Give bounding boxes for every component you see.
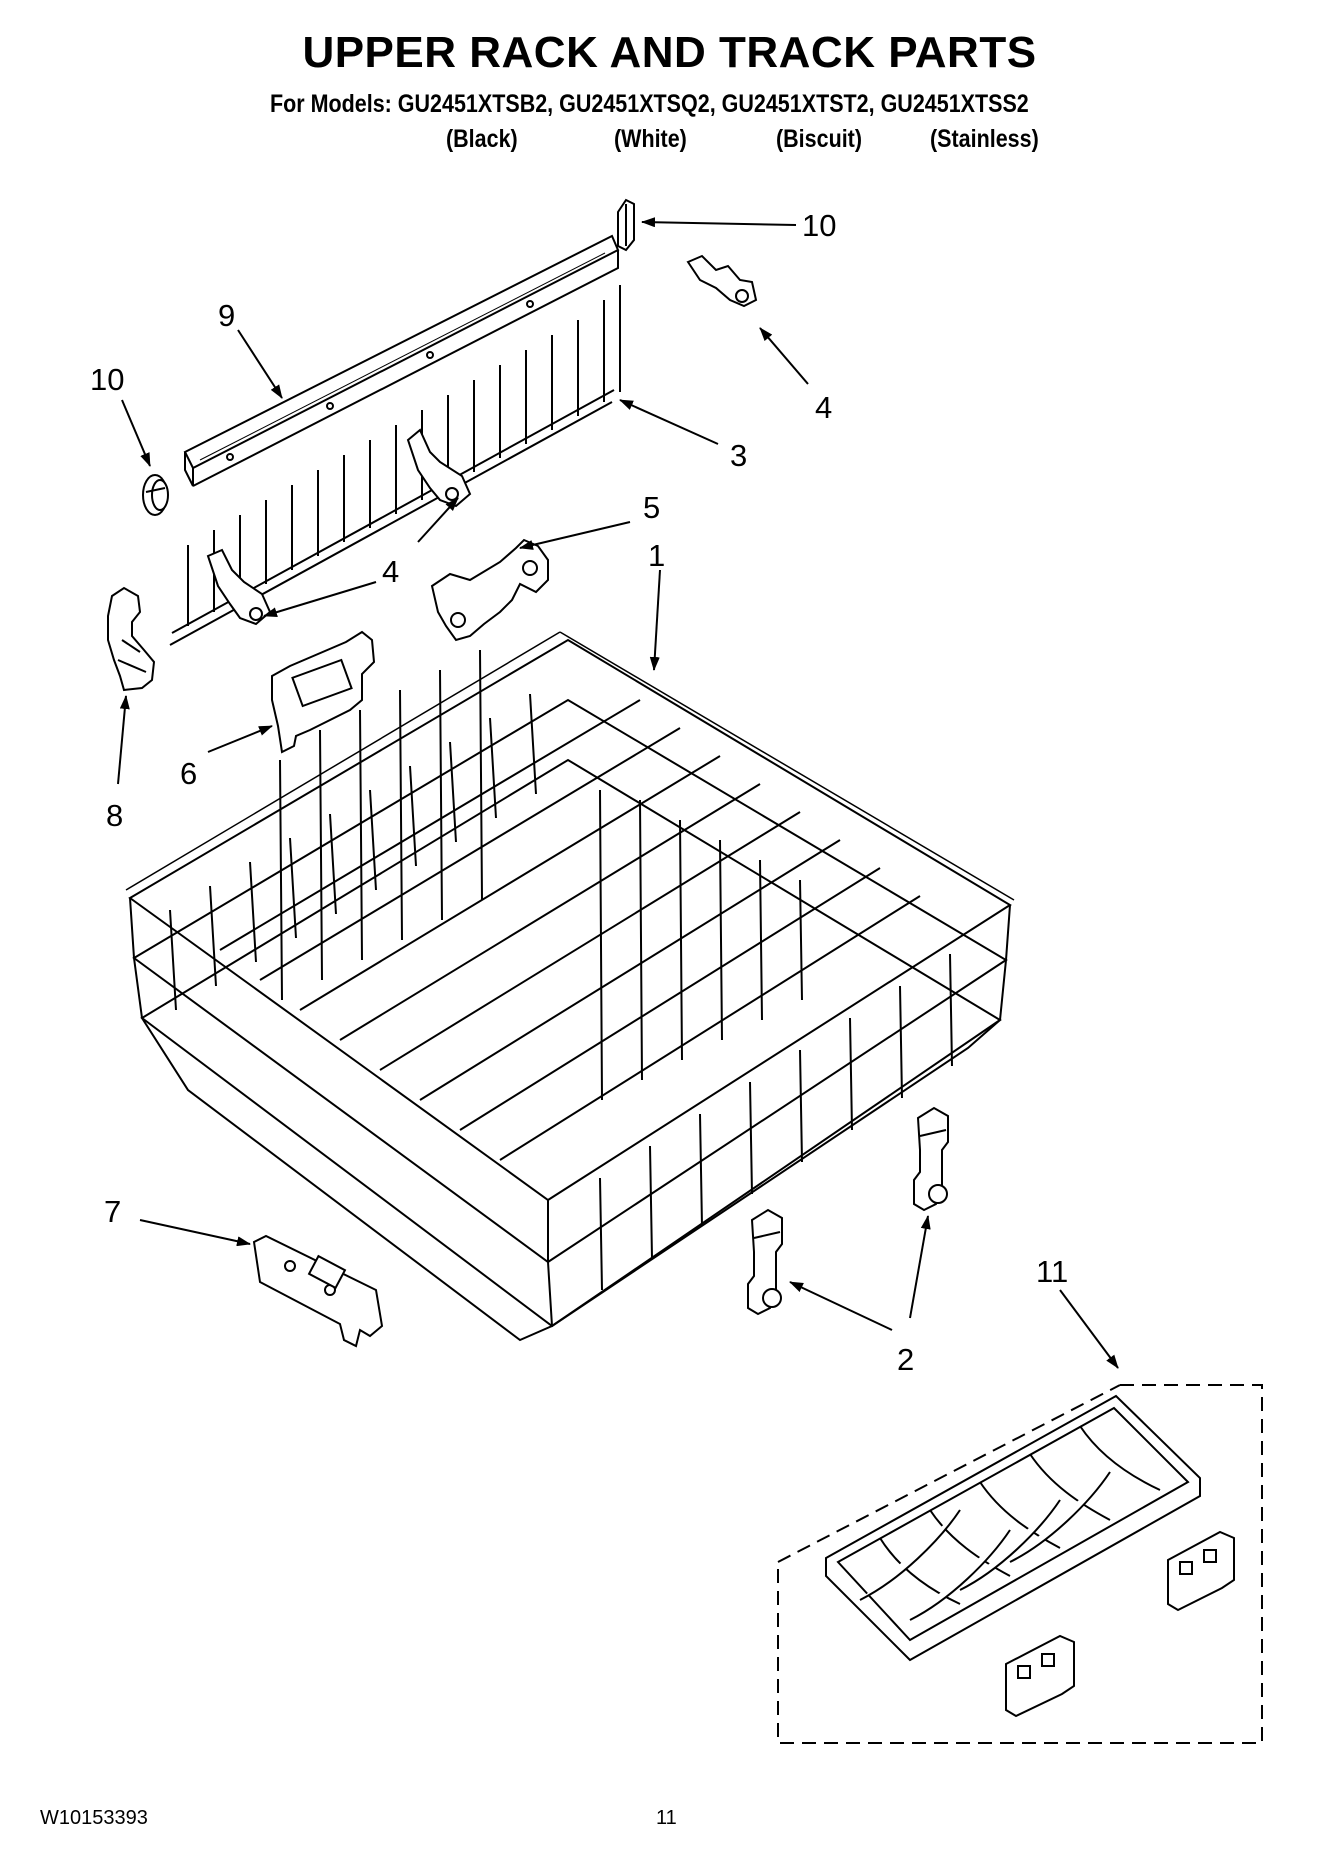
part-10-end-cap-left (142, 474, 169, 516)
part-8-adjuster (107, 586, 156, 692)
callout-10-left: 10 (90, 362, 124, 397)
part-4-clip-mid (406, 428, 472, 508)
callout-1: 1 (648, 538, 665, 573)
callout-6: 6 (180, 756, 197, 791)
part-10-end-cap-top (617, 198, 635, 252)
leader-arrows (117, 217, 1119, 1369)
color-stainless: (Stainless) (930, 125, 1039, 153)
callout-11: 11 (1036, 1254, 1068, 1289)
part-11-clip-bottom (1005, 1634, 1075, 1718)
part-11-kit-box (777, 1384, 1263, 1744)
color-biscuit: (Biscuit) (776, 125, 862, 153)
part-1-upper-rack (125, 631, 1015, 1342)
callout-4-right: 4 (815, 390, 832, 425)
callout-9: 9 (218, 298, 235, 333)
callout-8: 8 (106, 798, 123, 833)
part-11-clip-right (1167, 1530, 1235, 1612)
part-2-roller-upper (913, 1106, 949, 1212)
callout-3: 3 (730, 438, 747, 473)
part-4-clip-right (686, 254, 758, 308)
document-number: W10153393 (40, 1807, 148, 1829)
page-number: 11 (656, 1807, 677, 1829)
models-line: For Models: GU2451XTSB2, GU2451XTSQ2, GU… (270, 90, 1029, 118)
callout-7: 7 (104, 1194, 121, 1229)
part-5-bracket (430, 538, 549, 642)
part-6-rack-stop (271, 630, 376, 754)
callout-2: 2 (897, 1342, 914, 1377)
part-11-tine-grid (825, 1394, 1201, 1662)
part-9-track-rail (183, 234, 620, 487)
part-7-bumper (252, 1234, 384, 1348)
callout-4-mid: 4 (382, 554, 399, 589)
color-white: (White) (614, 125, 687, 153)
color-black: (Black) (446, 125, 518, 153)
page-title: UPPER RACK AND TRACK PARTS (302, 28, 1037, 77)
callout-10-top: 10 (802, 208, 836, 243)
callout-5: 5 (643, 490, 660, 525)
part-2-roller-lower (747, 1208, 783, 1316)
